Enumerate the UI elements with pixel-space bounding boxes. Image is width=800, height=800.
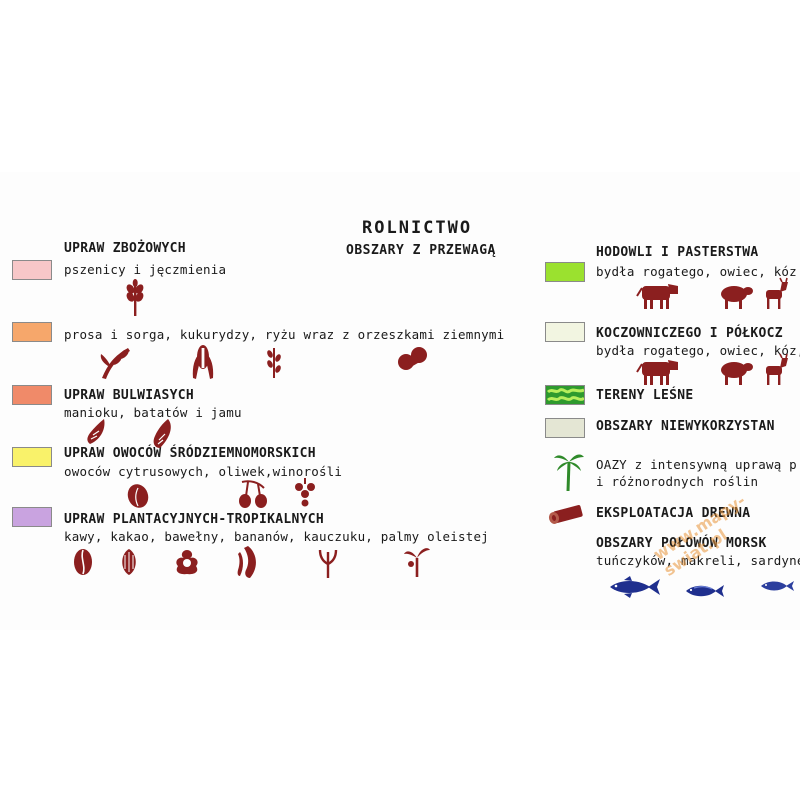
palm-tree-icon: [554, 454, 584, 492]
mackerel-fish-icon: [686, 585, 724, 597]
corn-icon: [192, 345, 214, 379]
swatch-livestock: [545, 262, 585, 282]
heading-forest: TERENY LEŚNE: [596, 388, 694, 403]
text-oasis-1: OAZY z intensywną uprawą p: [596, 457, 797, 472]
swatch-forest: [545, 385, 585, 405]
legend-panel: ROLNICTWO OBSZARY Z PRZEWAGĄ UPRAW ZBOŻO…: [0, 172, 800, 630]
legend-title: ROLNICTWO: [362, 218, 473, 238]
cattle-icon: [636, 360, 678, 385]
text-cereals: pszenicy i jęczmienia: [64, 262, 227, 277]
peanut-icon: [398, 347, 427, 370]
heading-cereals: UPRAW ZBOŻOWYCH: [64, 241, 186, 256]
sweet-potato-icon: [153, 419, 171, 448]
swatch-nomadic: [545, 322, 585, 342]
cassava-root-icon: [87, 419, 105, 444]
goat-icon: [766, 353, 788, 385]
heading-nomadic: KOCZOWNICZEGO I PÓŁKOCZ: [596, 326, 783, 341]
wheat-ear-icon: [126, 279, 144, 316]
heading-plantation: UPRAW PLANTACYJNYCH-TROPIKALNYCH: [64, 512, 325, 527]
swatch-tubers: [12, 385, 52, 405]
heading-unused: OBSZARY NIEWYKORZYSTAN: [596, 419, 775, 434]
cotton-icon: [176, 550, 198, 575]
tuna-fish-icon: [610, 576, 660, 598]
banana-icon: [237, 546, 256, 578]
sardine-fish-icon: [761, 581, 794, 591]
swatch-millet: [12, 322, 52, 342]
oil-palm-icon: [404, 548, 430, 577]
heading-fishing: OBSZARY POŁOWÓW MORSK: [596, 536, 767, 551]
text-oasis-2: i różnorodnych roślin: [596, 474, 759, 489]
legend-subtitle: OBSZARY Z PRZEWAGĄ: [346, 243, 496, 258]
sheep-icon: [721, 286, 753, 309]
cocoa-pod-icon: [122, 549, 136, 575]
citrus-fruit-icon: [127, 484, 149, 508]
olive-icon: [239, 480, 267, 508]
heading-mediterranean: UPRAW OWOCÓW ŚRÓDZIEMNOMORSKICH: [64, 446, 316, 461]
text-tubers: manioku, batatów i jamu: [64, 405, 242, 420]
coffee-bean-icon: [74, 549, 92, 575]
text-livestock: bydła rogatego, owiec, kóz: [596, 264, 797, 279]
text-nomadic: bydła rogatego, owiec, kóz, w: [596, 343, 800, 358]
grape-icon: [295, 478, 315, 507]
text-fishing: tuńczyków, makreli, sardyne: [596, 553, 800, 568]
swatch-unused: [545, 418, 585, 438]
text-plantation: kawy, kakao, bawełny, bananów, kauczuku,…: [64, 529, 489, 544]
heading-timber: EKSPLOATACJA DREWNA: [596, 506, 751, 521]
rice-icon: [267, 348, 281, 378]
heading-livestock: HODOWLI I PASTERSTWA: [596, 245, 759, 260]
goat-icon: [766, 277, 788, 309]
cattle-icon: [636, 284, 678, 309]
text-millet: prosa i sorga, kukurydzy, ryżu wraz z or…: [64, 327, 505, 342]
text-mediterranean: owoców cytrusowych, oliwek,winorośli: [64, 464, 343, 479]
sheep-icon: [721, 362, 753, 385]
heading-tubers: UPRAW BULWIASYCH: [64, 388, 195, 403]
rubber-tree-icon: [318, 549, 338, 578]
swatch-cereals: [12, 260, 52, 280]
log-icon: [548, 505, 583, 524]
millet-sorghum-icon: [100, 348, 130, 379]
swatch-mediterranean: [12, 447, 52, 467]
swatch-plantation: [12, 507, 52, 527]
